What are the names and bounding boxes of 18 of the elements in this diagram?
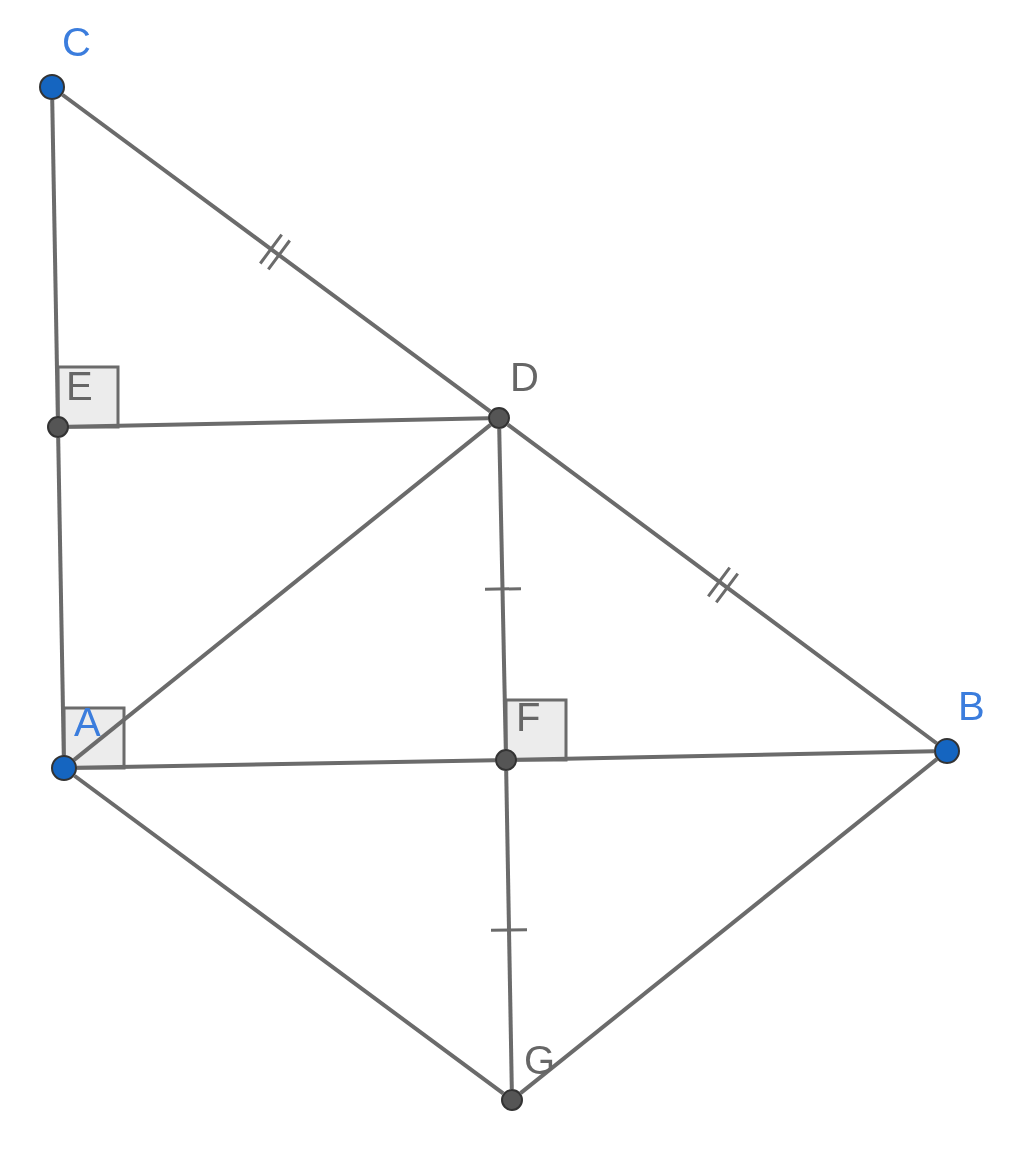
point-label: B xyxy=(958,686,985,726)
line-segment xyxy=(68,416,489,429)
line-segment xyxy=(516,749,935,762)
line-segment xyxy=(56,437,66,756)
line-segment xyxy=(76,758,496,770)
point-label: E xyxy=(66,366,93,406)
line-segment xyxy=(72,423,492,762)
line-segment xyxy=(504,770,514,1090)
line-segment xyxy=(50,99,60,417)
line-segment xyxy=(506,422,938,745)
line-segment xyxy=(73,774,505,1096)
point-label: F xyxy=(516,697,541,737)
line-segment xyxy=(519,757,939,1095)
line-segment xyxy=(497,428,508,750)
line-segment xyxy=(61,93,492,414)
point-label: A xyxy=(74,702,101,742)
point-label: C xyxy=(62,22,91,62)
point-label: D xyxy=(510,357,539,397)
